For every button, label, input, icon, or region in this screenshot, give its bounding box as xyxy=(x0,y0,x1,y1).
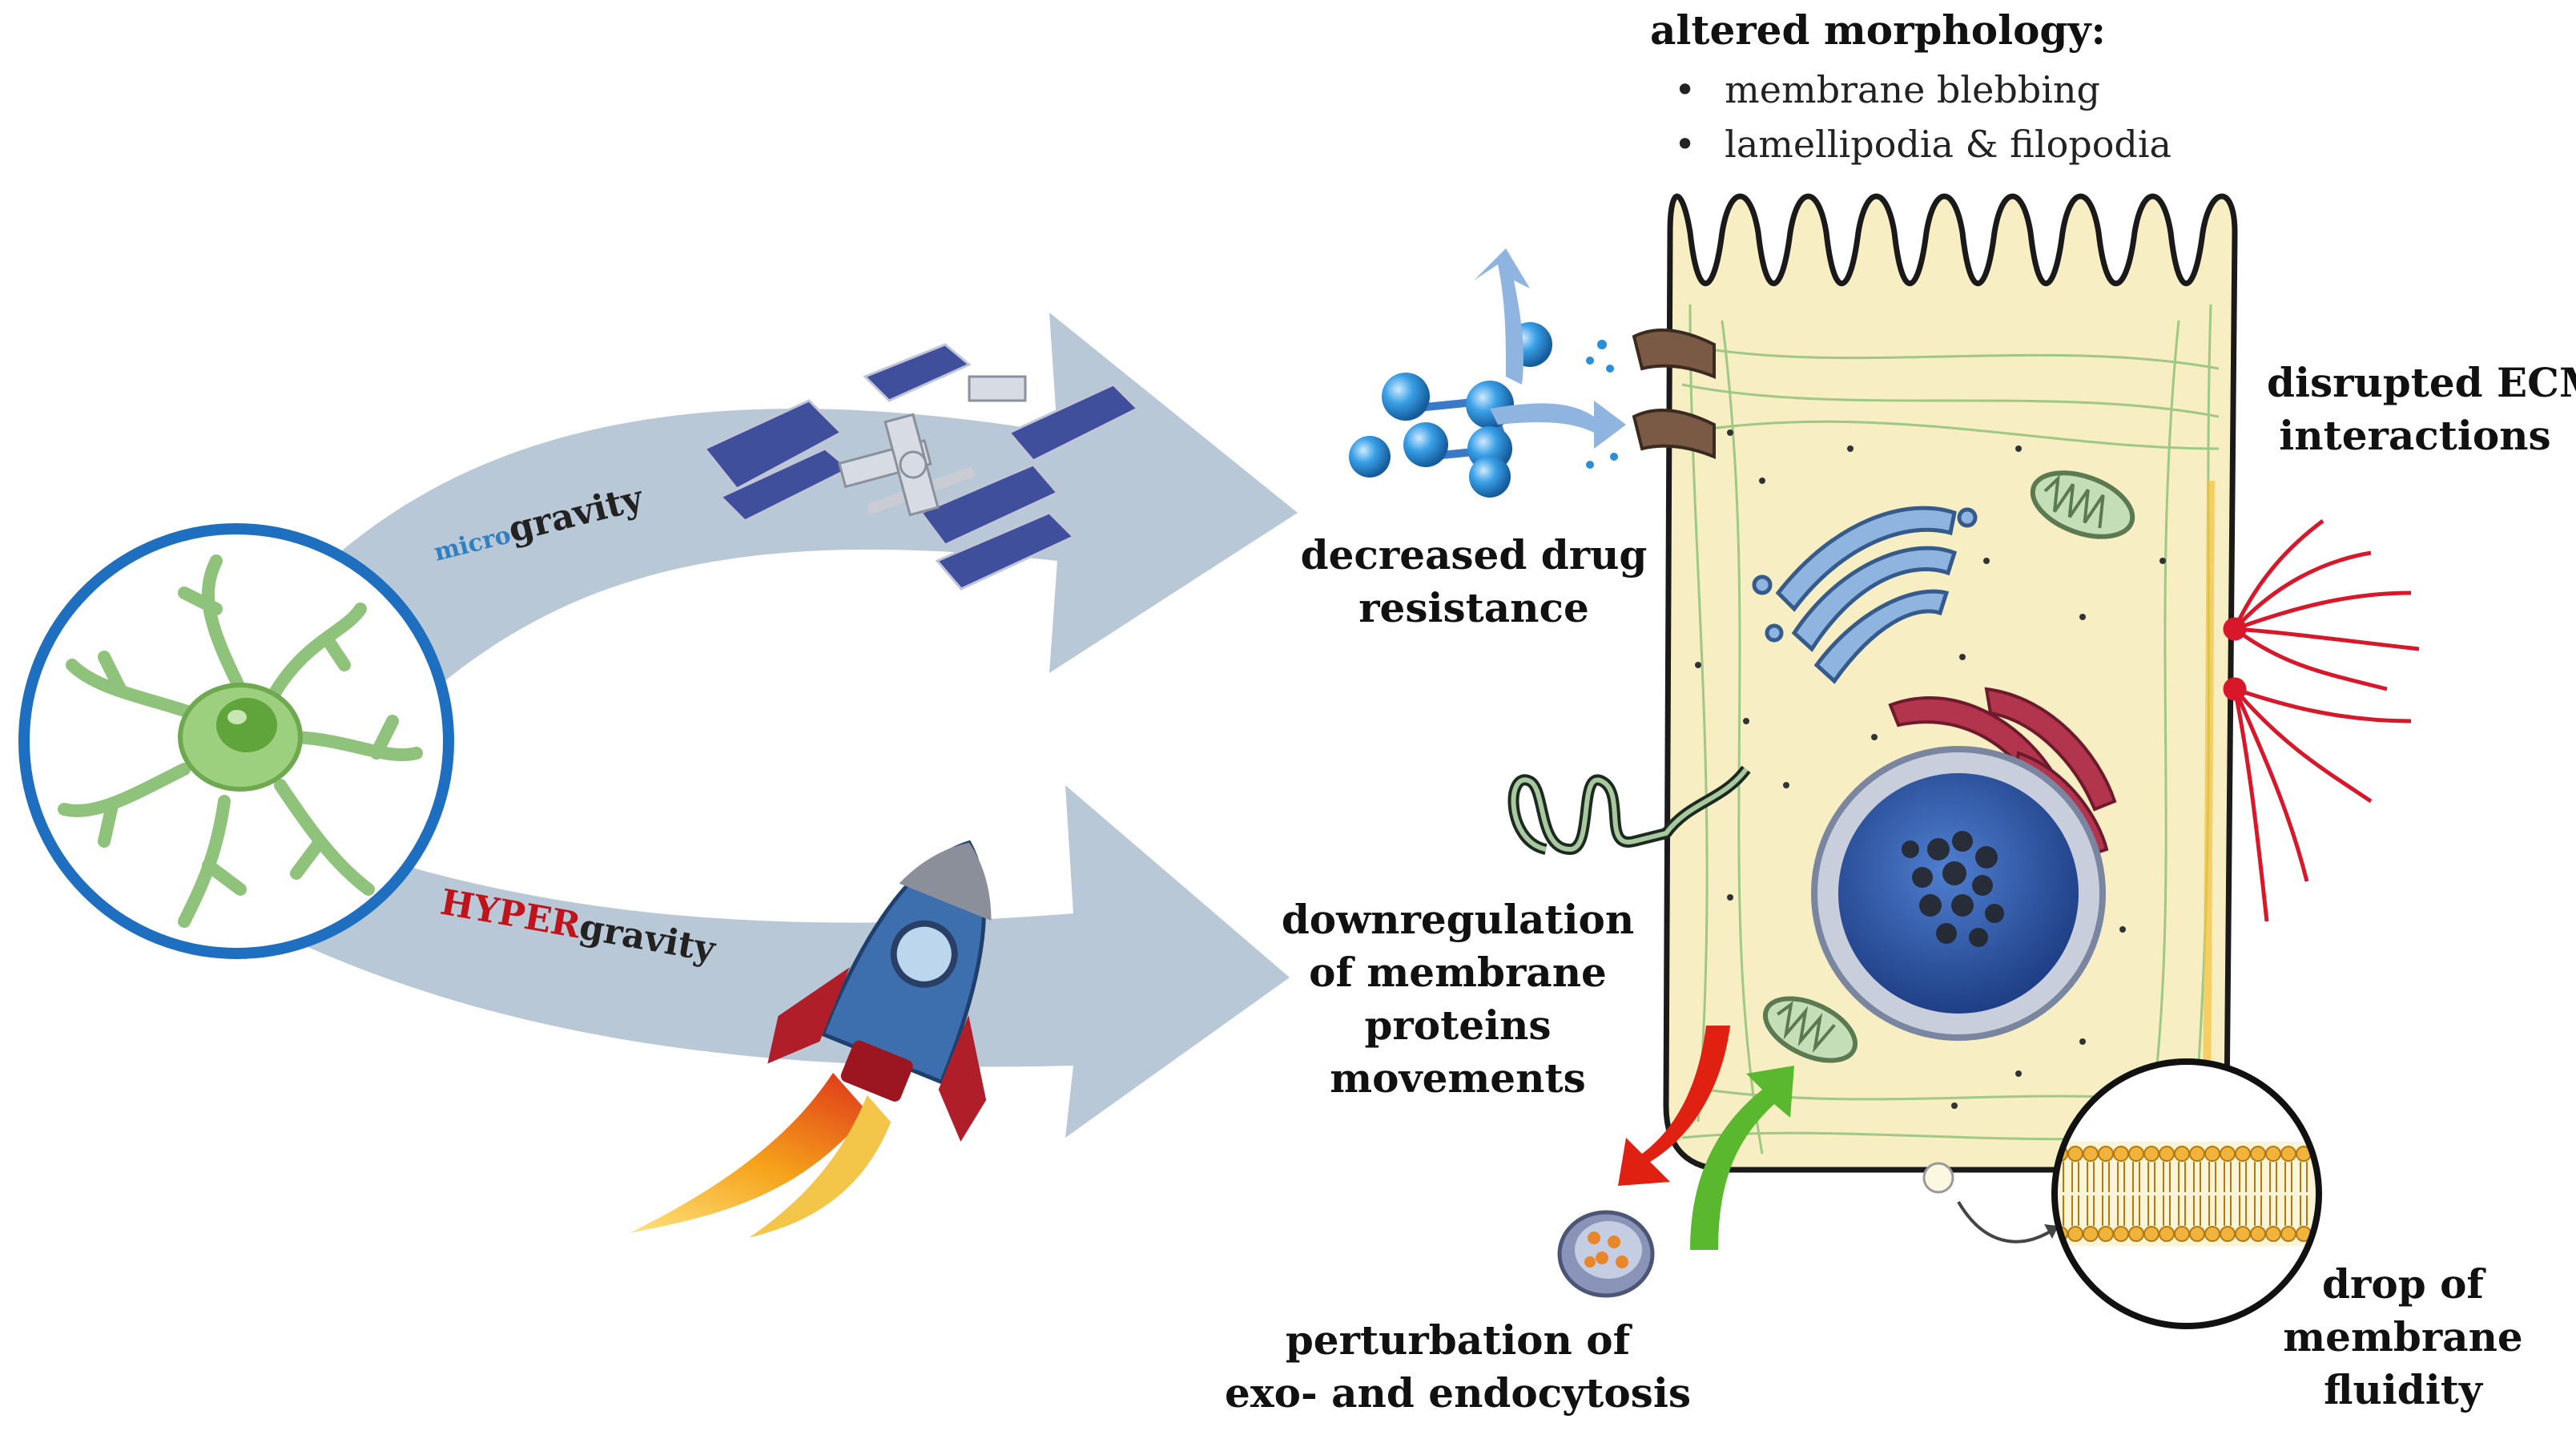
lipid-head xyxy=(2098,1146,2114,1162)
mitochondrion-top xyxy=(2030,470,2135,539)
lipid-head xyxy=(2220,1226,2236,1242)
lipid-head xyxy=(2098,1226,2114,1242)
membrane-transporter xyxy=(1632,329,1716,459)
lipid-head xyxy=(2174,1226,2190,1242)
ecm-label: disrupted ECM interactions xyxy=(2267,359,2576,459)
lipid-head xyxy=(2250,1226,2266,1242)
lipid-head xyxy=(2159,1146,2175,1162)
morphology-item: lamellipodia & filopodia xyxy=(1674,117,2171,171)
lipid-head xyxy=(2204,1226,2220,1242)
lipid-head xyxy=(2189,1146,2205,1162)
fluidity-label: drop of membrane fluidity xyxy=(2283,1260,2523,1413)
lipid-head xyxy=(2220,1146,2236,1162)
lipid-head xyxy=(2083,1226,2099,1242)
lipid-head xyxy=(2143,1226,2159,1242)
mitochondrion-bottom xyxy=(1762,996,1858,1063)
hypergravity-arrow xyxy=(304,785,1290,1138)
lipid-head xyxy=(2067,1146,2083,1162)
exocytosis-arrow xyxy=(1618,1026,1730,1186)
lipid-head xyxy=(2204,1146,2220,1162)
space-station-icon xyxy=(702,343,1140,591)
lipid-bilayer-icon xyxy=(2051,1058,2322,1329)
lipid-head xyxy=(2113,1146,2129,1162)
lipid-head xyxy=(2174,1146,2190,1162)
membrane-proteins-label: downregulation of membrane proteins move… xyxy=(1281,896,1635,1102)
rocket-icon xyxy=(630,840,992,1238)
lipid-head xyxy=(2143,1146,2159,1162)
golgi-apparatus xyxy=(1752,506,1978,684)
neuron-cell-icon xyxy=(18,523,454,959)
endocytosis-arrow xyxy=(1690,1066,1794,1250)
vesicle-icon xyxy=(1557,1210,1655,1298)
microgravity-arrow xyxy=(312,312,1298,705)
lipid-head xyxy=(2113,1226,2129,1242)
drug-molecules xyxy=(1349,248,1626,498)
cytosis-label: perturbation of exo- and endocytosis xyxy=(1225,1316,1691,1417)
lipid-head xyxy=(2189,1226,2205,1242)
nucleus xyxy=(1811,746,2106,1041)
drug-resistance-label: decreased drug resistance xyxy=(1300,531,1648,631)
lipid-head xyxy=(2265,1146,2281,1162)
lipid-head xyxy=(2265,1226,2281,1242)
morphology-title: altered morphology: xyxy=(1650,6,2106,54)
lipid-head xyxy=(2235,1226,2251,1242)
lipid-head xyxy=(2280,1146,2296,1162)
lipid-head xyxy=(2159,1226,2175,1242)
lipid-head xyxy=(2128,1146,2144,1162)
lipid-head xyxy=(2067,1226,2083,1242)
lipid-head xyxy=(2235,1146,2251,1162)
lipid-head xyxy=(2128,1226,2144,1242)
lipid-head xyxy=(2083,1146,2099,1162)
lipid-head xyxy=(2250,1146,2266,1162)
morphology-item: membrane blebbing xyxy=(1674,62,2171,117)
ecm-fibers xyxy=(2223,519,2420,922)
morphology-list: membrane blebbing lamellipodia & filopod… xyxy=(1674,62,2171,171)
lipid-head xyxy=(2280,1226,2296,1242)
